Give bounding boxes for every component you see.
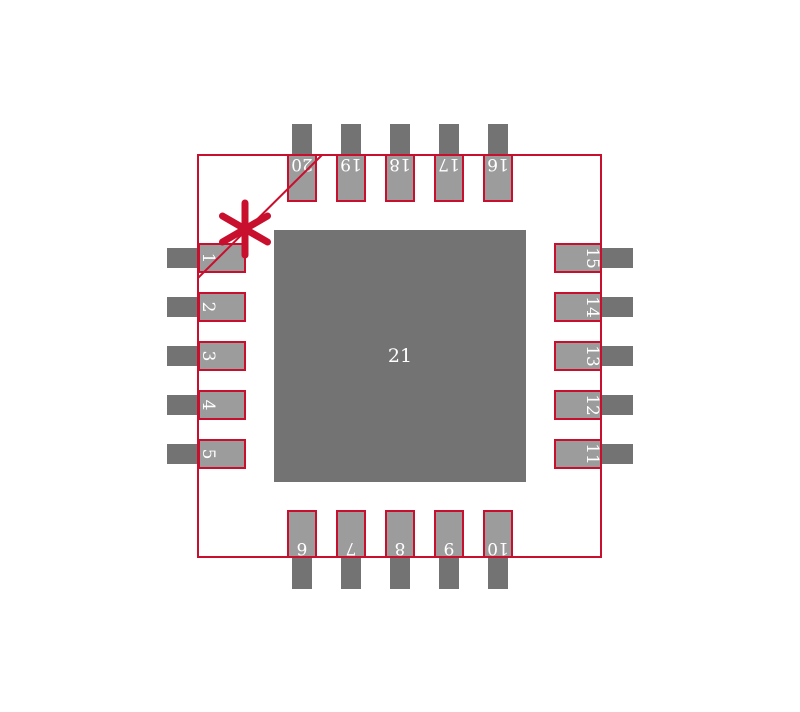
thermal-pad xyxy=(274,230,526,482)
pin-13: 13 xyxy=(554,341,633,371)
pin-9-silk-pad xyxy=(434,510,464,558)
pin-15: 15 xyxy=(554,243,633,273)
pin-15-label: 15 xyxy=(582,247,602,269)
pin-18-label: 18 xyxy=(389,154,411,174)
pin1-asterisk-marker xyxy=(218,199,272,259)
pin-17-silk-pad xyxy=(434,154,464,202)
pin-10-label: 10 xyxy=(487,538,509,558)
pin-14: 14 xyxy=(554,292,633,322)
pin-14-label: 14 xyxy=(582,296,602,318)
pin-14-silk-pad xyxy=(554,292,602,322)
pin-7-label: 7 xyxy=(346,538,357,558)
pin-8-label: 8 xyxy=(395,538,406,558)
pin-18: 18 xyxy=(385,124,415,202)
pin-7-silk-pad xyxy=(336,510,366,558)
pin-13-silk-pad xyxy=(554,341,602,371)
pin-19: 19 xyxy=(336,124,366,202)
pin-1: 1 xyxy=(167,243,246,273)
pin-16-label: 16 xyxy=(487,154,509,174)
pin-9-label: 9 xyxy=(444,538,455,558)
package-outline xyxy=(197,154,602,558)
pin-6: 6 xyxy=(287,510,317,589)
pin-5-label: 5 xyxy=(198,449,218,460)
pin-6-label: 6 xyxy=(297,538,308,558)
pin-17: 17 xyxy=(434,124,464,202)
pin-2-label: 2 xyxy=(198,302,218,313)
pin-9: 9 xyxy=(434,510,464,589)
pin-12-label: 12 xyxy=(582,394,602,416)
pin-18-silk-pad xyxy=(385,154,415,202)
pin-3-label: 3 xyxy=(198,351,218,362)
pin-1-label: 1 xyxy=(198,253,218,264)
pin-10: 10 xyxy=(483,510,513,589)
pin-2: 2 xyxy=(167,292,246,322)
pin-12-silk-pad xyxy=(554,390,602,420)
pin-20-label: 20 xyxy=(291,154,313,174)
pin-17-label: 17 xyxy=(438,154,460,174)
pin-20: 20 xyxy=(287,124,317,202)
pin-4-label: 4 xyxy=(198,400,218,411)
pin-11-label: 11 xyxy=(582,443,602,465)
pin-4-silk-pad xyxy=(198,390,246,420)
pin-13-label: 13 xyxy=(582,345,602,367)
pin-4: 4 xyxy=(167,390,246,420)
pin-10-silk-pad xyxy=(483,510,513,558)
pin-19-label: 19 xyxy=(340,154,362,174)
pin-3: 3 xyxy=(167,341,246,371)
pin-7: 7 xyxy=(336,510,366,589)
pin-8-silk-pad xyxy=(385,510,415,558)
asterisk-stroke-3 xyxy=(218,212,272,246)
pin-8: 8 xyxy=(385,510,415,589)
thermal-pad-label: 21 xyxy=(388,345,412,367)
pin-5: 5 xyxy=(167,439,246,469)
pin-16: 16 xyxy=(483,124,513,202)
pin-11: 11 xyxy=(554,439,633,469)
pin-11-silk-pad xyxy=(554,439,602,469)
pin-6-silk-pad xyxy=(287,510,317,558)
pin-12: 12 xyxy=(554,390,633,420)
